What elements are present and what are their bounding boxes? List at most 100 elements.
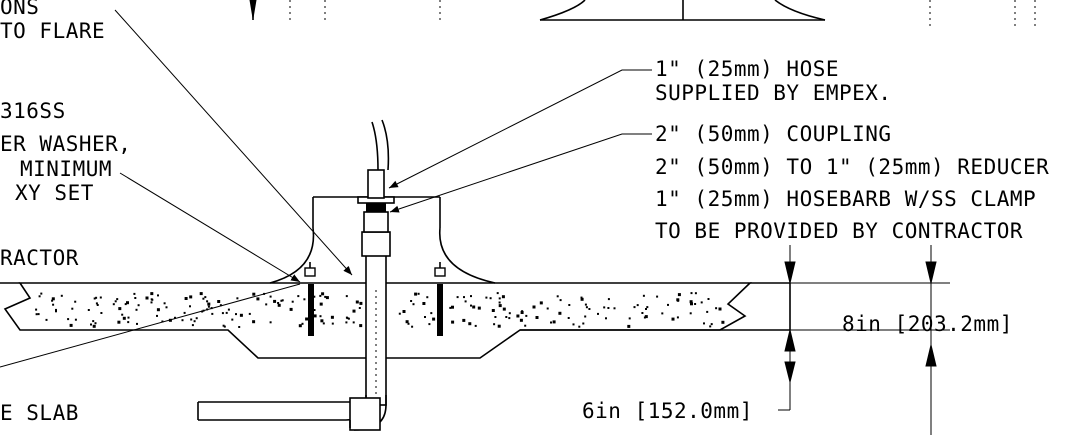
aggregate-speck <box>313 314 317 318</box>
aggregate-speck <box>633 306 636 309</box>
aggregate-speck <box>525 314 528 317</box>
aggregate-speck <box>325 296 329 300</box>
aggregate-speck <box>463 296 465 299</box>
aggregate-speck <box>38 295 41 298</box>
aggregate-speck <box>305 317 309 321</box>
aggregate-speck <box>93 297 96 300</box>
aggregate-speck <box>676 298 680 302</box>
aggregate-speck <box>559 299 562 302</box>
aggregate-speck <box>51 299 54 302</box>
aggregate-speck <box>320 319 324 323</box>
aggregate-speck <box>95 302 98 305</box>
aggregate-speck <box>580 297 584 301</box>
callout-text: ONS TO FLARE 1" (25mm) HOSE SUPPLIED BY … <box>0 0 1049 425</box>
aggregate-speck <box>645 308 647 310</box>
aggregate-speck <box>345 316 348 319</box>
callout-contractor: RACTOR <box>0 246 79 270</box>
aggregate-speck <box>508 317 511 320</box>
aggregate-speck <box>222 324 225 327</box>
aggregate-speck <box>491 309 495 312</box>
aggregate-speck <box>462 318 466 322</box>
aggregate-speck <box>195 317 198 320</box>
aggregate-speck <box>524 324 527 327</box>
callout-top-left-1: ONS <box>0 0 39 19</box>
aggregate-speck <box>550 321 552 324</box>
aggregate-speck <box>405 320 409 324</box>
aggregate-speck <box>40 292 43 295</box>
aggregate-speck <box>627 324 631 328</box>
aggregate-speck <box>189 305 191 308</box>
aggregate-speck <box>281 299 284 302</box>
aggregate-speck <box>497 324 501 328</box>
aggregate-speck <box>221 312 224 315</box>
aggregate-speck <box>584 303 587 306</box>
aggregate-speck <box>605 317 607 320</box>
aggregate-speck <box>74 318 77 321</box>
aggregate-speck <box>470 304 472 307</box>
aggregate-speck <box>238 326 241 328</box>
aggregate-speck <box>535 316 539 319</box>
aggregate-speck <box>516 314 520 318</box>
aggregate-speck <box>217 300 221 303</box>
aggregate-speck <box>498 304 502 308</box>
aggregate-speck <box>521 310 524 313</box>
aggregate-speck <box>422 302 426 305</box>
aggregate-speck <box>87 309 90 311</box>
aggregate-speck <box>428 323 431 326</box>
callout-top-left-2: TO FLARE <box>0 19 105 43</box>
aggregate-speck <box>496 292 499 295</box>
aggregate-speck <box>269 295 272 298</box>
aggregate-speck <box>347 317 350 320</box>
aggregate-speck <box>96 304 99 306</box>
aggregate-speck <box>184 297 188 300</box>
aggregate-speck <box>532 305 536 309</box>
aggregate-speck <box>718 307 722 311</box>
callout-coupling-3: 1" (25mm) HOSEBARB W/SS CLAMP <box>655 187 1036 211</box>
aggregate-speck <box>472 305 476 309</box>
aggregate-speck <box>206 300 209 303</box>
aggregate-speck <box>352 321 355 324</box>
aggregate-speck <box>90 323 92 326</box>
aggregate-speck <box>607 307 610 309</box>
aggregate-speck <box>585 306 588 309</box>
aggregate-speck <box>55 308 57 311</box>
aggregate-speck <box>402 310 406 313</box>
aggregate-speck <box>628 317 631 320</box>
aggregate-speck <box>642 294 645 297</box>
aggregate-speck <box>35 308 38 311</box>
aggregate-speck <box>67 318 70 321</box>
aggregate-speck <box>607 298 610 301</box>
aggregate-speck <box>239 313 243 317</box>
pipe-depth-dimension <box>778 361 796 411</box>
aggregate-speck <box>451 305 454 309</box>
aggregate-speck <box>248 312 251 315</box>
aggregate-speck <box>410 300 413 302</box>
aggregate-speck <box>55 310 57 313</box>
aggregate-speck <box>92 320 95 323</box>
aggregate-speck <box>636 304 639 307</box>
aggregate-speck <box>582 322 585 325</box>
aggregate-speck <box>51 297 55 301</box>
aggregate-speck <box>37 313 40 316</box>
aggregate-speck <box>94 322 97 325</box>
aggregate-speck <box>331 322 334 325</box>
aggregate-speck <box>134 297 137 299</box>
aggregate-speck <box>661 312 664 315</box>
callout-coupling-1: 2" (50mm) COUPLING <box>655 122 892 146</box>
aggregate-speck <box>676 316 679 319</box>
aggregate-speck <box>313 309 316 311</box>
aggregate-speck <box>127 321 130 324</box>
aggregate-speck <box>298 324 302 328</box>
aggregate-speck <box>398 312 401 315</box>
callout-coupling-2: 2" (50mm) TO 1" (25mm) REDUCER <box>655 155 1049 179</box>
aggregate-speck <box>207 302 211 306</box>
aggregate-speck <box>613 307 616 310</box>
aggregate-speck <box>225 311 228 314</box>
aggregate-speck <box>35 313 38 316</box>
aggregate-speck <box>163 302 166 305</box>
aggregate-speck <box>468 322 472 326</box>
aggregate-speck <box>359 324 363 328</box>
aggregate-speck <box>489 297 492 300</box>
aggregate-speck <box>505 316 508 318</box>
